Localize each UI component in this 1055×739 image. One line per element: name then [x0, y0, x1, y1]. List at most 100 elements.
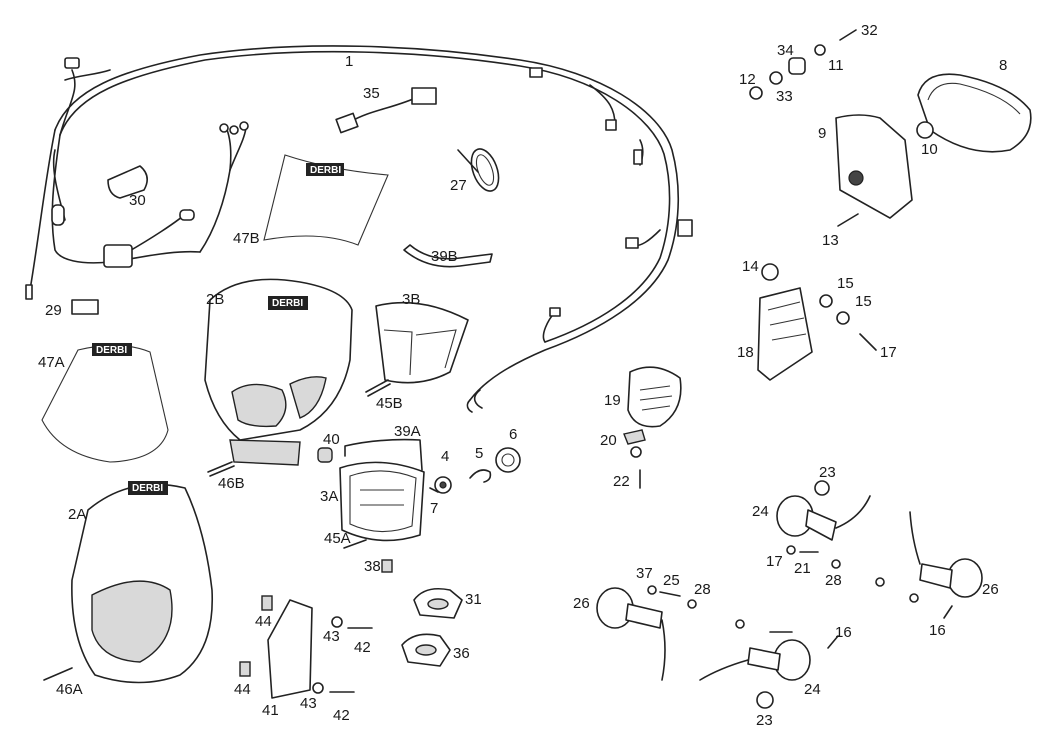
callout-32: 32 — [861, 22, 878, 39]
callout-43-bottom: 43 — [300, 695, 317, 712]
fuse — [71, 299, 99, 315]
taillight-lens — [917, 73, 1032, 153]
brand-text: DERBI — [132, 483, 163, 494]
screw-45B — [365, 379, 391, 397]
callout-39A: 39A — [394, 423, 421, 440]
reflector — [627, 366, 682, 428]
nut-14 — [761, 263, 779, 281]
callout-12: 12 — [739, 71, 756, 88]
callout-47B: 47B — [233, 230, 260, 247]
callout-5: 5 — [475, 445, 484, 462]
callout-43-top: 43 — [323, 628, 340, 645]
callout-3A: 3A — [320, 488, 339, 505]
callout-23-bottom: 23 — [756, 712, 773, 729]
clip-44-top — [261, 595, 273, 611]
holder-36 — [401, 633, 451, 667]
screw-16a — [827, 635, 839, 649]
bolt-25 — [659, 591, 681, 597]
callout-13: 13 — [822, 232, 839, 249]
nut-right — [875, 577, 885, 587]
turn-signal-rear-right — [699, 639, 811, 681]
callout-1: 1 — [345, 53, 354, 70]
washer-right — [909, 593, 919, 603]
clip-44-bottom — [239, 661, 251, 677]
nut-28b — [687, 599, 697, 609]
light-housing — [375, 301, 469, 384]
callout-6: 6 — [509, 426, 518, 443]
callout-24-top: 24 — [752, 503, 769, 520]
voltage-regulator — [757, 287, 813, 381]
nut-38 — [381, 559, 393, 573]
callout-45B: 45B — [376, 395, 403, 412]
callout-26-right: 26 — [982, 581, 999, 598]
callout-2A: 2A — [68, 506, 87, 523]
screw-17 — [859, 333, 877, 351]
brand-text: DERBI — [310, 165, 341, 176]
callout-17-mid: 17 — [766, 553, 783, 570]
callout-33: 33 — [776, 88, 793, 105]
callout-20: 20 — [600, 432, 617, 449]
headlight-fairing-upper: DERBI — [204, 278, 353, 466]
screen-sticker-bottom: DERBI — [41, 343, 169, 463]
callout-38: 38 — [364, 558, 381, 575]
screw-45A — [343, 539, 367, 549]
callout-44-bottom: 44 — [234, 681, 251, 698]
grommet — [317, 447, 333, 463]
callout-7: 7 — [430, 500, 439, 517]
callout-46B: 46B — [218, 475, 245, 492]
callout-26-left: 26 — [573, 595, 590, 612]
screw-46B — [207, 461, 235, 477]
hose — [403, 244, 493, 268]
screen-sticker-top: DERBI — [263, 154, 389, 246]
callout-4: 4 — [441, 448, 450, 465]
turn-signal-rear-left — [596, 587, 666, 681]
washer-43-bottom — [312, 682, 324, 694]
callout-23-top: 23 — [819, 464, 836, 481]
nut-28a — [831, 559, 841, 569]
callout-42-bottom: 42 — [333, 707, 350, 724]
nut-mid — [735, 619, 745, 629]
adapter-cable — [335, 87, 437, 134]
callout-42-top: 42 — [354, 639, 371, 656]
callout-8: 8 — [999, 57, 1008, 74]
brand-text: DERBI — [272, 298, 303, 309]
callout-14: 14 — [742, 258, 759, 275]
callout-47A: 47A — [38, 354, 65, 371]
callout-24-bottom: 24 — [804, 681, 821, 698]
callout-9: 9 — [818, 125, 827, 142]
callout-18: 18 — [737, 344, 754, 361]
bulb-23a — [814, 480, 830, 496]
washer-15b — [836, 311, 850, 325]
callout-30: 30 — [129, 192, 146, 209]
screw-46A — [43, 667, 73, 681]
washer-15a — [819, 294, 833, 308]
callout-46A: 46A — [56, 681, 83, 698]
connector-plug — [495, 447, 521, 473]
screw-32 — [839, 29, 857, 41]
washer-33 — [769, 71, 783, 85]
screw-16b — [943, 605, 953, 619]
callout-34: 34 — [777, 42, 794, 59]
screw-13 — [837, 213, 859, 227]
callout-3B: 3B — [402, 291, 421, 308]
callout-16-mid: 16 — [835, 624, 852, 641]
callout-11: 11 — [828, 57, 844, 74]
clip-20 — [623, 429, 646, 445]
washer-43-top — [331, 616, 343, 628]
nut-12 — [749, 86, 763, 100]
callout-22: 22 — [613, 473, 630, 490]
callout-44-top: 44 — [255, 613, 272, 630]
callout-19: 19 — [604, 392, 621, 409]
callout-40: 40 — [323, 431, 340, 448]
callout-45A: 45A — [324, 530, 351, 547]
callout-41: 41 — [262, 702, 279, 719]
taillight-housing — [835, 114, 913, 219]
callout-29: 29 — [45, 302, 62, 319]
callout-15-top: 15 — [837, 275, 854, 292]
headlight-bracket — [344, 438, 423, 471]
callout-28-left: 28 — [694, 581, 711, 598]
callout-2B: 2B — [206, 291, 225, 308]
washer-20 — [630, 446, 642, 458]
callout-39B: 39B — [431, 248, 458, 265]
